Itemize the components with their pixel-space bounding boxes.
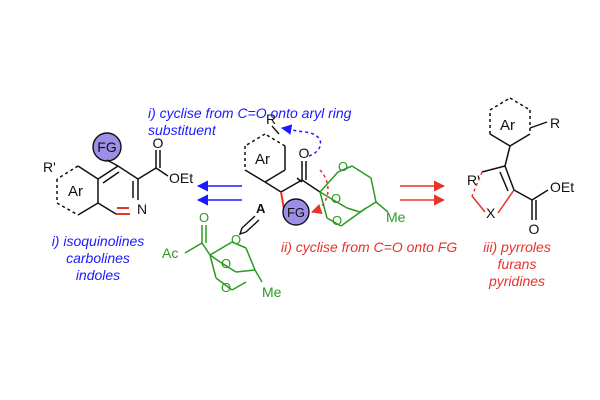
ester-o-label: O xyxy=(153,135,164,151)
blue-bottom-annotation-line2: carbolines xyxy=(66,250,130,266)
ester-group-right xyxy=(513,189,549,220)
aryl-ring-dashed-left xyxy=(56,165,99,216)
reagent-carbonyl-o: O xyxy=(199,210,209,225)
heterocycle-product: Ar R R' X OEt O xyxy=(467,97,574,237)
center-fg-label: FG xyxy=(287,205,305,220)
five-membered-ring xyxy=(471,165,515,214)
reagent-acme-label: Ac xyxy=(162,245,178,261)
reagent-cage-o3: O xyxy=(221,280,231,295)
reagent-a-label: A xyxy=(256,201,266,216)
red-right-annotation-line2: furans xyxy=(498,256,537,272)
center-cage-o2: O xyxy=(331,191,341,206)
oet-label: OEt xyxy=(169,170,193,186)
right-r-label: R xyxy=(550,115,560,131)
aryl-ring-dashed-center xyxy=(244,133,286,183)
red-curly-arrow xyxy=(311,169,329,214)
center-cage-o3: O xyxy=(332,213,342,228)
blue-top-annotation-line2: substituent xyxy=(148,122,217,138)
center-fg-circle xyxy=(282,198,310,226)
aryl-ring-dashed-right xyxy=(489,97,531,147)
fg-highlight-circle xyxy=(92,132,122,162)
blue-top-annotation-line1: i) cyclise from C=O onto aryl ring xyxy=(148,105,352,121)
nitrogen-label: N xyxy=(137,201,147,217)
reagent-cage-o1: O xyxy=(231,232,241,247)
red-right-annotation-line1: iii) pyrroles xyxy=(483,239,551,255)
ar-label: Ar xyxy=(68,183,83,200)
red-middle-annotation: ii) cyclise from C=O onto FG xyxy=(281,239,457,255)
center-cage-o1: O xyxy=(338,159,348,174)
right-r-prime-label: R' xyxy=(467,172,480,188)
fg-label: FG xyxy=(97,139,116,155)
reagent-a-structure xyxy=(184,225,263,291)
right-ester-o-label: O xyxy=(529,221,540,237)
heteroatom-x-label: X xyxy=(486,205,496,221)
blue-bottom-annotation-line1: i) isoquinolines xyxy=(52,233,145,249)
reagent-me-label: Me xyxy=(262,284,282,300)
substrate-structure: Ar R FG O xyxy=(244,111,406,228)
blue-curly-arrow xyxy=(280,124,322,157)
center-ar-label: Ar xyxy=(255,151,270,168)
right-ar-label: Ar xyxy=(500,117,515,134)
center-carbonyl-o: O xyxy=(299,145,310,161)
center-cage-me: Me xyxy=(386,209,406,225)
isoquinoline-product: FG R' Ar O OEt N xyxy=(43,132,193,217)
ester-group-left xyxy=(137,150,169,180)
right-oet-label: OEt xyxy=(550,179,574,195)
reagent-cage-o2: O xyxy=(221,256,231,271)
blue-bottom-annotation-line3: indoles xyxy=(76,267,120,283)
retrosynthesis-arrow xyxy=(238,215,260,236)
center-r-label: R xyxy=(266,111,276,127)
pyridine-ring xyxy=(97,165,139,215)
orthoester-cage-center xyxy=(319,165,389,227)
r-prime-label: R' xyxy=(43,159,56,175)
red-right-annotation-line3: pyridines xyxy=(488,273,545,289)
